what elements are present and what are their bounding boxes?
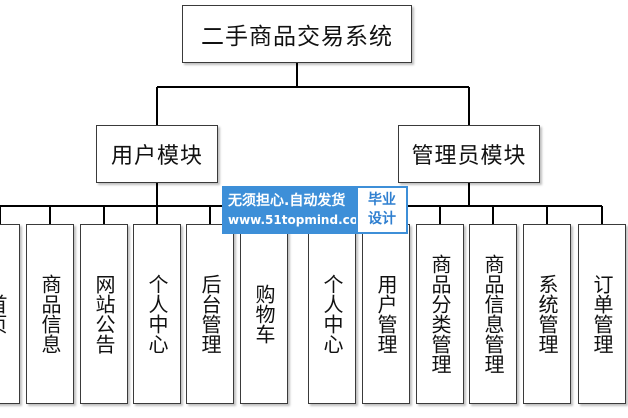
admin-leaf-label: 用户管理 [374, 274, 398, 354]
admin-leaf-product-management: 商品信息管理 [469, 224, 517, 404]
watermark-url: www.51topmind.com [228, 213, 371, 227]
admin-leaf-user-management: 用户管理 [362, 224, 410, 404]
watermark-tagline: 无须担心.自动发货 [228, 193, 346, 209]
admin-leaf-label: 系统管理 [535, 274, 559, 354]
user-leaf-personal-center: 个人中心 [133, 224, 181, 404]
admin-leaf-label: 订单管理 [590, 274, 614, 354]
watermark-tag-line2: 设计 [368, 211, 396, 227]
admin-leaf-label: 商品分类管理 [428, 254, 452, 374]
user-leaf-label: 购物车 [252, 284, 276, 344]
user-leaf-label: 后台管理 [198, 274, 222, 354]
admin-module-node: 管理员模块 [398, 125, 540, 183]
root-node: 二手商品交易系统 [182, 5, 412, 63]
admin-module-label: 管理员模块 [411, 144, 527, 169]
user-leaf-label: 商品信息 [38, 274, 62, 354]
user-leaf-announcements: 网站公告 [80, 224, 128, 404]
watermark-tag-line1: 毕业 [368, 192, 396, 208]
user-leaf-backend: 后台管理 [186, 224, 234, 404]
user-leaf-label: 首页 [0, 294, 8, 334]
admin-leaf-order-management: 订单管理 [578, 224, 626, 404]
user-module-node: 用户模块 [96, 125, 218, 183]
watermark-tag: 毕业 设计 [356, 186, 408, 234]
admin-leaf-category-management: 商品分类管理 [416, 224, 464, 404]
watermark-badge: 无须担心.自动发货 www.51topmind.com 毕业 设计 [222, 186, 408, 234]
admin-leaf-label: 商品信息管理 [481, 254, 505, 374]
user-leaf-product-info: 商品信息 [26, 224, 74, 404]
user-leaf-label: 个人中心 [145, 274, 169, 354]
admin-leaf-system-management: 系统管理 [523, 224, 571, 404]
user-leaf-home: 首页 [0, 224, 20, 404]
user-leaf-label: 网站公告 [92, 274, 116, 354]
admin-leaf-personal-center: 个人中心 [308, 224, 356, 404]
watermark-banner: 无须担心.自动发货 www.51topmind.com [222, 186, 371, 234]
admin-leaf-label: 个人中心 [320, 274, 344, 354]
user-module-label: 用户模块 [110, 144, 203, 169]
root-node-label: 二手商品交易系统 [201, 24, 393, 50]
user-leaf-cart: 购物车 [240, 224, 288, 404]
